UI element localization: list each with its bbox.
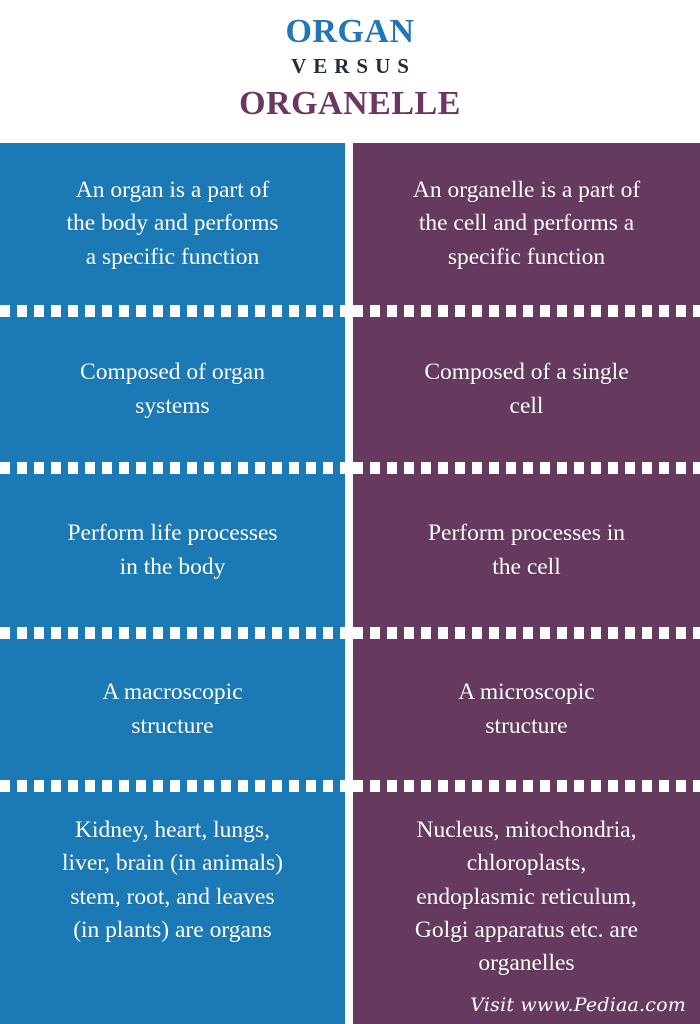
cell-organelle-function: Perform processes in the cell <box>427 520 626 580</box>
cell-organ-definition: An organ is a part of the body and perfo… <box>66 176 279 270</box>
infographic-header: ORGAN VERSUS ORGANELLE <box>0 0 700 143</box>
comparison-columns: An organ is a part of the body and perfo… <box>0 143 700 1024</box>
row-divider <box>353 780 700 792</box>
cell-organ-composition: Composed of organ systems <box>80 359 265 419</box>
table-row: Composed of a single cell <box>353 317 700 462</box>
table-row: Kidney, heart, lungs, liver, brain (in a… <box>0 792 345 1024</box>
row-divider <box>0 780 345 792</box>
cell-organ-scale: A macroscopic structure <box>102 679 243 739</box>
cell-organ-examples: Kidney, heart, lungs, liver, brain (in a… <box>62 817 283 944</box>
title-organelle: ORGANELLE <box>239 84 461 122</box>
cell-organelle-scale: A microscopic structure <box>458 679 595 739</box>
cell-organelle-composition: Composed of a single cell <box>424 359 629 419</box>
cell-organelle-definition: An organelle is a part of the cell and p… <box>412 176 641 270</box>
source-credit: Visit www.Pediaa.com <box>470 994 686 1016</box>
row-divider <box>0 305 345 317</box>
table-row: A microscopic structure <box>353 639 700 780</box>
column-organelle: An organelle is a part of the cell and p… <box>353 143 700 1024</box>
cell-organelle-examples: Nucleus, mitochondria, chloroplasts, end… <box>414 817 639 977</box>
row-divider <box>353 462 700 474</box>
table-row: Perform processes in the cell <box>353 474 700 627</box>
table-row: Composed of organ systems <box>0 317 345 462</box>
row-divider <box>353 305 700 317</box>
title-organ: ORGAN <box>285 13 415 50</box>
row-divider <box>353 627 700 639</box>
table-row: An organelle is a part of the cell and p… <box>353 143 700 305</box>
row-divider <box>0 462 345 474</box>
table-row: Nucleus, mitochondria, chloroplasts, end… <box>353 792 700 1024</box>
title-versus: VERSUS <box>291 54 416 79</box>
table-row: Perform life processes in the body <box>0 474 345 627</box>
table-row: A macroscopic structure <box>0 639 345 780</box>
cell-organ-function: Perform life processes in the body <box>67 520 278 580</box>
column-gutter <box>345 143 353 1024</box>
row-divider <box>0 627 345 639</box>
table-row: An organ is a part of the body and perfo… <box>0 143 345 305</box>
column-organ: An organ is a part of the body and perfo… <box>0 143 345 1024</box>
